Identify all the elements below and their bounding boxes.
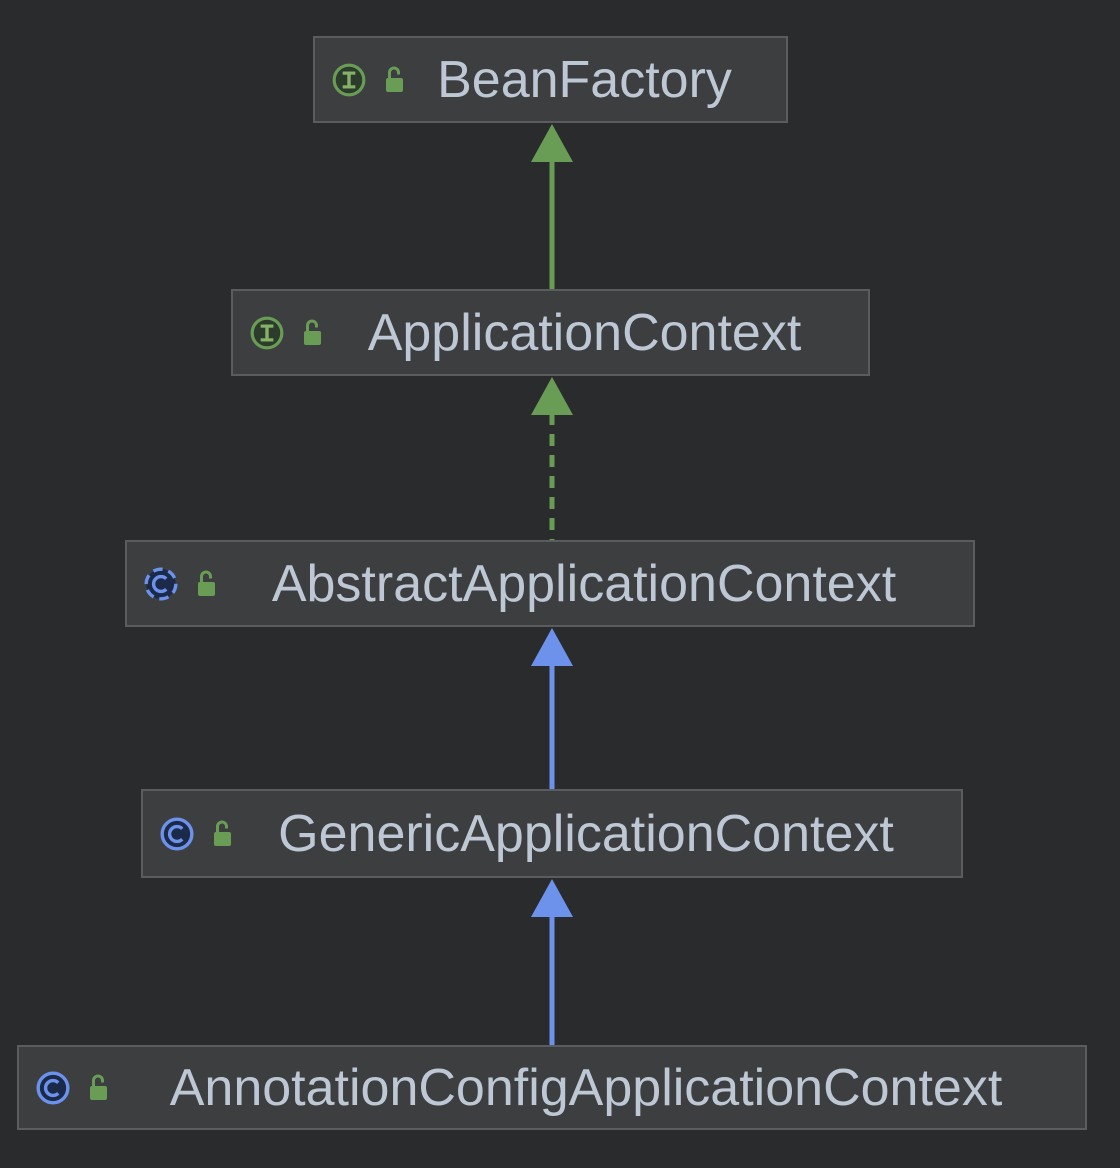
node-icons bbox=[249, 315, 325, 351]
public-lock-icon bbox=[304, 319, 321, 345]
edge-extends-genericapplicationcontext-to-abstractapplicationcontext[interactable] bbox=[530, 627, 574, 790]
edge-implements-abstractapplicationcontext-to-applicationcontext[interactable] bbox=[530, 376, 574, 541]
edge-extends-annotationconfigapplicationcontext-to-genericapplicationcontext[interactable] bbox=[530, 878, 574, 1046]
public-lock-icon bbox=[90, 1074, 107, 1100]
interface-icon bbox=[332, 63, 366, 96]
class-node-applicationcontext[interactable]: ApplicationContext bbox=[231, 289, 870, 376]
class-icon bbox=[36, 1070, 70, 1105]
node-icons bbox=[35, 1070, 111, 1106]
public-lock-icon bbox=[214, 820, 231, 846]
class-node-abstractapplicationcontext[interactable]: AbstractApplicationContext bbox=[125, 540, 975, 627]
public-lock-icon bbox=[198, 570, 215, 596]
node-label: BeanFactory bbox=[437, 50, 732, 109]
class-node-beanfactory[interactable]: BeanFactory bbox=[313, 36, 788, 123]
edge-extends-applicationcontext-to-beanfactory[interactable] bbox=[530, 123, 574, 290]
node-label: GenericApplicationContext bbox=[278, 804, 894, 863]
interface-icon bbox=[250, 316, 284, 349]
node-icons bbox=[331, 62, 407, 98]
node-label: ApplicationContext bbox=[367, 303, 802, 362]
class-node-genericapplicationcontext[interactable]: GenericApplicationContext bbox=[141, 789, 963, 878]
class-icon bbox=[160, 816, 194, 851]
node-icons bbox=[159, 816, 235, 852]
node-label: AbstractApplicationContext bbox=[271, 554, 897, 613]
node-icons bbox=[143, 566, 219, 602]
node-label: AnnotationConfigApplicationContext bbox=[169, 1058, 1003, 1117]
public-lock-icon bbox=[386, 66, 403, 92]
abstract-class-icon bbox=[144, 566, 178, 601]
class-node-annotationconfigapplicationcontext[interactable]: AnnotationConfigApplicationContext bbox=[17, 1045, 1087, 1130]
